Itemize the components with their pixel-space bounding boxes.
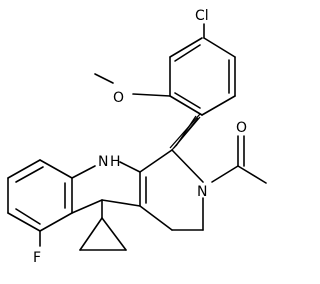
fluorine-atom-label: F [33, 250, 41, 266]
chlorophenyl-ring [169, 37, 236, 116]
bond [101, 199, 141, 207]
bond [203, 37, 236, 58]
bond [39, 159, 73, 179]
bond [132, 93, 171, 97]
bond [94, 73, 114, 84]
bond [71, 165, 96, 179]
bond [139, 149, 173, 173]
bond [7, 159, 41, 179]
bond [7, 212, 41, 232]
bond [79, 217, 103, 251]
bond [175, 115, 197, 147]
bond [39, 212, 73, 232]
bond [139, 205, 173, 231]
bond [15, 208, 41, 225]
benzo-ring [7, 159, 141, 232]
bond [169, 113, 201, 149]
chlorine-atom-label: Cl [195, 8, 209, 24]
amide-nitrogen-label: N [197, 184, 207, 200]
bond [71, 199, 103, 214]
methoxy-oxygen-label: O [113, 90, 124, 106]
bond [174, 44, 201, 62]
stereo-wedge-bond [169, 113, 201, 151]
indole-hydrogen-label: H [110, 154, 121, 170]
bond [15, 166, 44, 183]
bond [201, 95, 236, 116]
bond [169, 37, 203, 58]
bond [237, 165, 267, 184]
indole-nitrogen-label: N [98, 154, 108, 170]
bond [119, 161, 141, 173]
bond [174, 92, 201, 109]
bond [211, 165, 239, 183]
molecule-structure: Cl O N O N H [7, 8, 267, 266]
bond [101, 217, 127, 251]
pyrido-ring [139, 149, 204, 231]
bond [169, 95, 203, 116]
cyclopropane-ring [79, 199, 127, 251]
bond [171, 149, 204, 183]
carbonyl-oxygen-label: O [236, 120, 247, 136]
